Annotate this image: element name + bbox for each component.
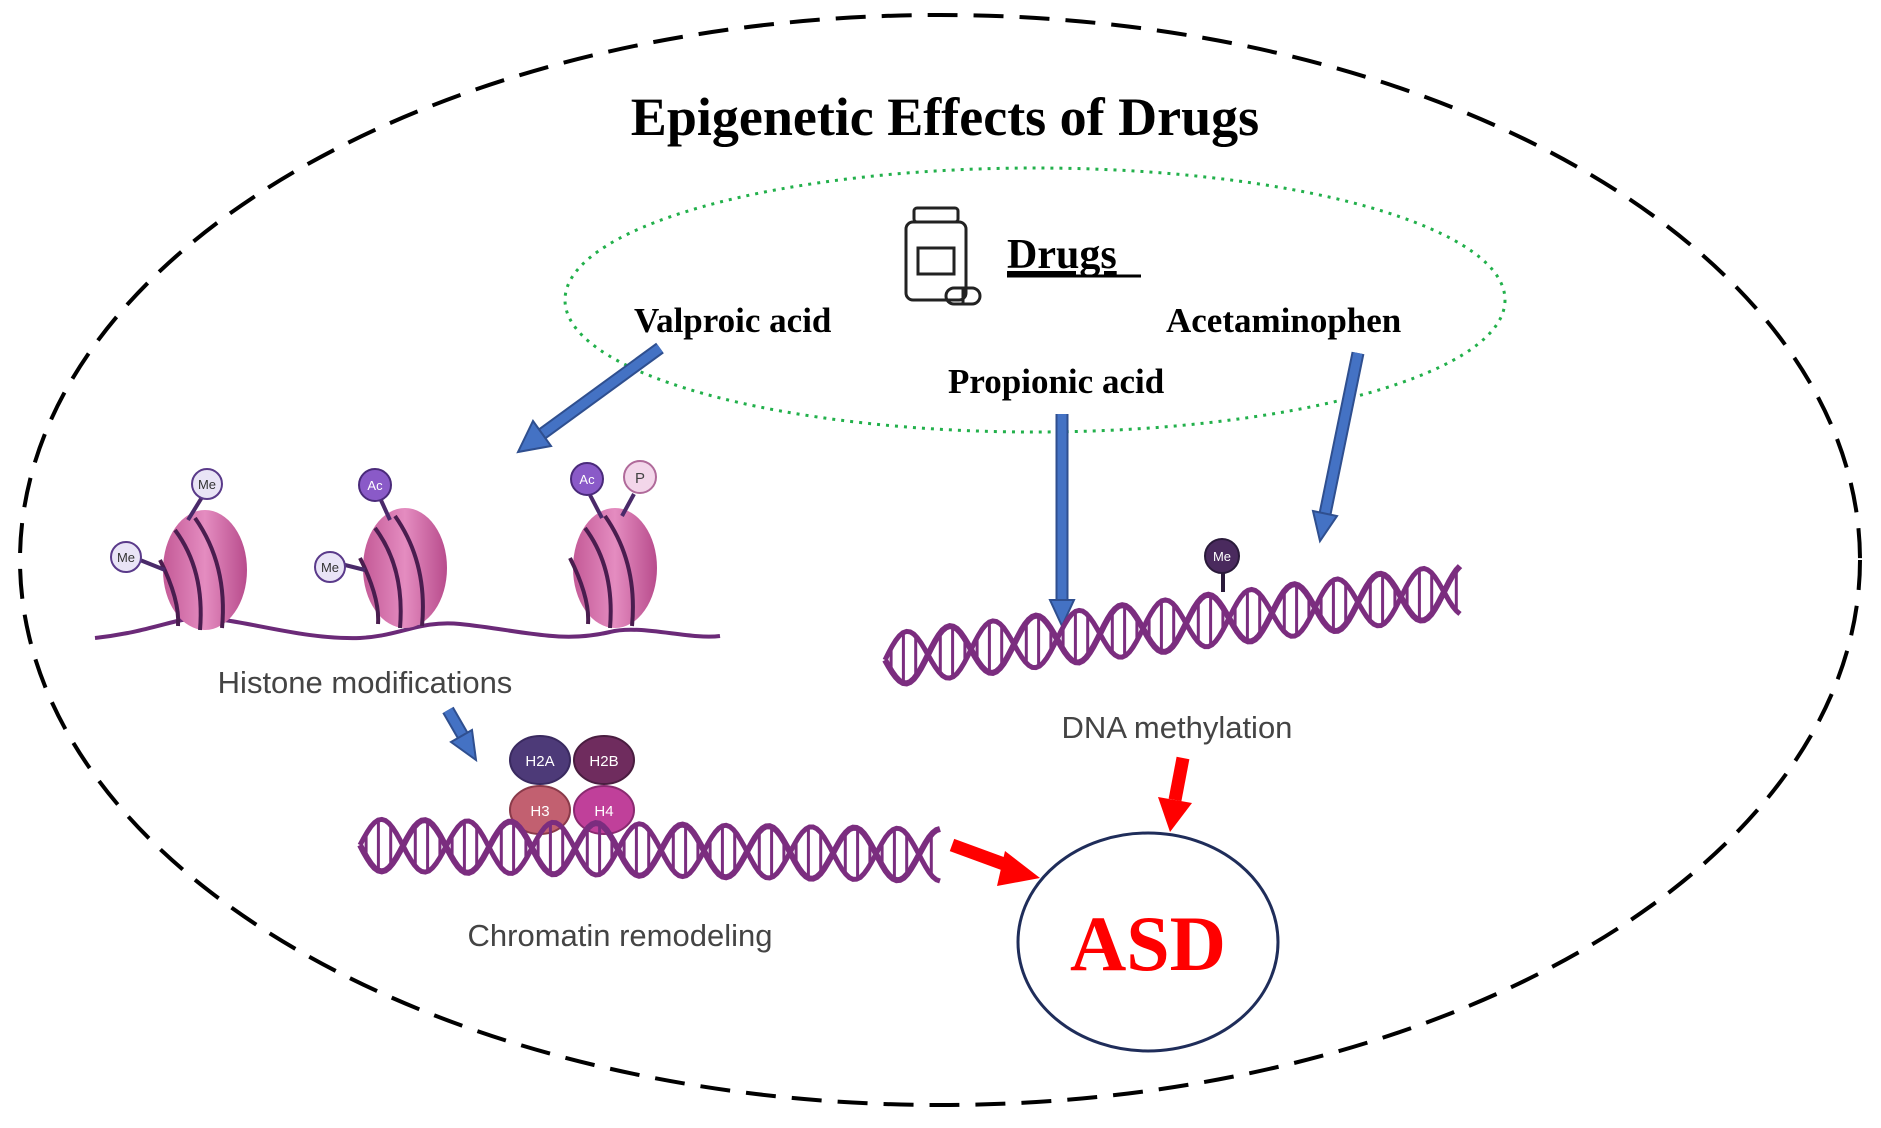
asd-outcome-circle	[1016, 831, 1280, 1053]
me-label: Me	[321, 560, 339, 575]
pill-bottle-icon	[904, 206, 982, 306]
h2a-label: H2A	[525, 753, 554, 770]
me-label: Me	[1213, 549, 1231, 564]
me-mark	[314, 551, 346, 583]
nucleosome-1: Me Me	[110, 468, 247, 631]
histone-octamer: H2A H2B H3 H4	[509, 735, 635, 835]
ac-label: Ac	[579, 472, 595, 487]
drug-acetaminophen: Acetaminophen	[1166, 301, 1401, 340]
outer-dashed-boundary	[18, 13, 1862, 1107]
helix-backbone	[882, 565, 1462, 681]
drugs-dotted-boundary	[563, 166, 1507, 434]
ac-label: Ac	[367, 478, 383, 493]
label-chromatin-remodeling: Chromatin remodeling	[468, 918, 773, 953]
nucleosome-2: Ac Me	[314, 468, 447, 629]
label-dna-methylation: DNA methylation	[1062, 710, 1293, 745]
p-mark	[623, 460, 657, 494]
ac-mark	[358, 468, 392, 502]
diagram-title: Epigenetic Effects of Drugs	[631, 87, 1259, 147]
asd-label: ASD	[1070, 900, 1226, 987]
histone-nucleosomes: Me Me Ac Me Ac P	[94, 460, 721, 641]
dna-methyl-mark: Me	[1204, 538, 1240, 592]
nucleosome-3: Ac P	[568, 460, 657, 629]
helix-backbone	[357, 817, 941, 884]
h2b-label: H2B	[589, 753, 618, 770]
h4-label: H4	[594, 803, 613, 820]
arrow-histone-to-chromatin	[442, 706, 478, 763]
arrow-chromatin-to-asd	[949, 838, 1040, 886]
arrow-valproic-to-histone	[516, 342, 664, 454]
arrow-dna-to-asd	[1158, 756, 1192, 832]
p-label: P	[635, 470, 645, 487]
arrow-propionic-to-dna	[1048, 414, 1076, 629]
me-mark	[191, 468, 223, 500]
drug-valproic-acid: Valproic acid	[634, 301, 832, 340]
helix-backbone	[882, 564, 1463, 687]
helix-backbone	[357, 816, 941, 884]
arrow-acetaminophen-to-dna	[1311, 351, 1365, 544]
me-mark	[110, 541, 142, 573]
methylation-dna-helix	[882, 564, 1463, 687]
me-label: Me	[198, 477, 216, 492]
drugs-heading: Drugs	[1007, 232, 1117, 278]
me-label: Me	[117, 550, 135, 565]
h3-label: H3	[530, 803, 549, 820]
ac-mark	[570, 462, 604, 496]
chromatin-dna-helix	[357, 816, 941, 884]
drug-propionic-acid: Propionic acid	[948, 362, 1165, 401]
label-histone-modifications: Histone modifications	[218, 665, 513, 700]
